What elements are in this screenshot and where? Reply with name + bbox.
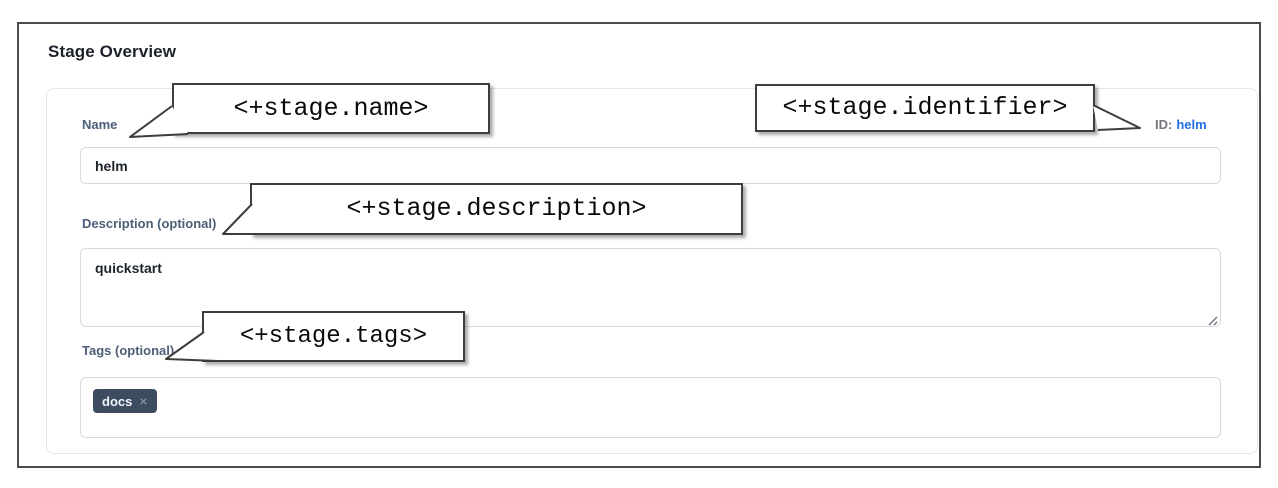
callout-stage-identifier: <+stage.identifier> <box>755 84 1095 132</box>
stage-id-value[interactable]: helm <box>1176 117 1207 132</box>
name-input[interactable] <box>80 147 1221 184</box>
textarea-resize-handle[interactable] <box>1206 313 1218 331</box>
stage-id: ID:helm <box>1155 117 1240 132</box>
page-title: Stage Overview <box>48 42 177 61</box>
tag-pill-docs: docs × <box>93 389 157 413</box>
callout-stage-tags: <+stage.tags> <box>202 311 465 362</box>
description-label: Description (optional) <box>82 216 217 231</box>
tag-label: docs <box>102 393 133 409</box>
tags-label: Tags (optional) <box>82 343 175 358</box>
callout-stage-description: <+stage.description> <box>250 183 743 235</box>
name-label: Name <box>82 117 118 132</box>
callout-tail-name <box>129 105 189 138</box>
callout-stage-name: <+stage.name> <box>172 83 490 134</box>
callout-tail-tags <box>165 331 219 362</box>
tag-remove-icon[interactable]: × <box>139 393 148 409</box>
tags-input[interactable]: docs × <box>80 377 1221 438</box>
stage-id-label: ID: <box>1155 117 1173 132</box>
callout-tail-identifier <box>1092 104 1141 131</box>
callout-tail-description <box>222 203 268 235</box>
